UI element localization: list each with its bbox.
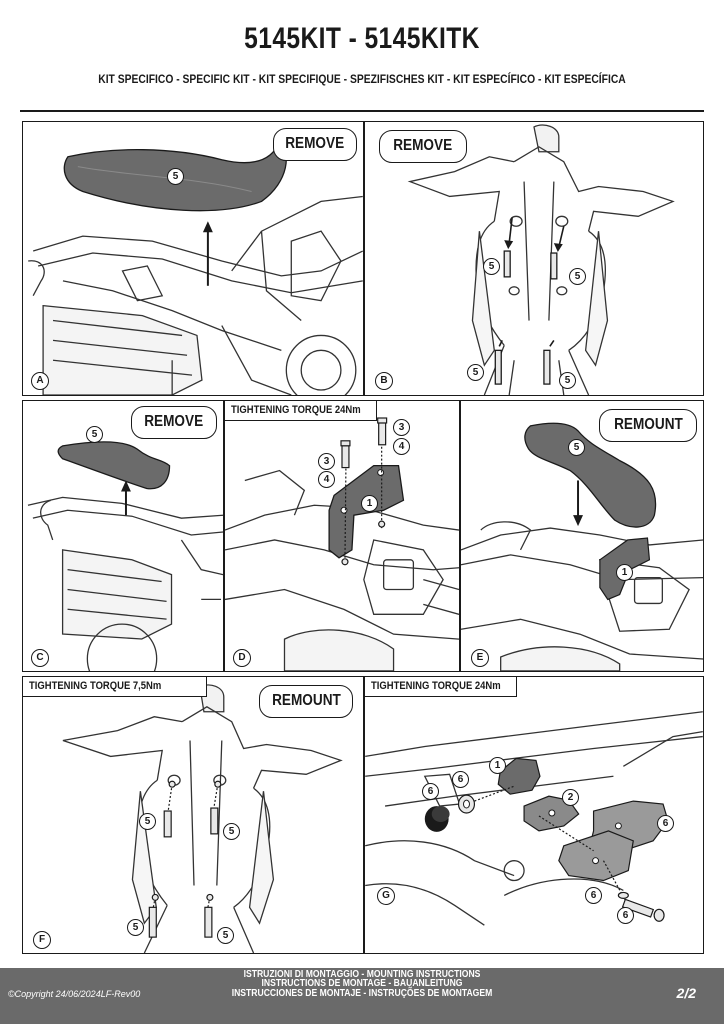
footer-line-1: ISTRUZIONI DI MONTAGGIO - MOUNTING INSTR… xyxy=(243,969,481,980)
panel-e: REMOUNT 5 1 E xyxy=(460,400,704,672)
panel-a: REMOVE 5 A xyxy=(22,121,364,396)
part-callout-5: 5 xyxy=(139,813,156,830)
panel-b-illustration xyxy=(407,124,675,395)
part-callout-5: 5 xyxy=(569,268,586,285)
step-letter-c: C xyxy=(31,649,49,667)
step-letter-b: B xyxy=(375,372,393,390)
part-callout-5: 5 xyxy=(86,426,103,443)
document-subtitle: KIT SPECIFICO - SPECIFIC KIT - KIT SPECI… xyxy=(98,72,626,86)
part-callout-4: 4 xyxy=(393,438,410,455)
remount-tag: REMOUNT xyxy=(259,685,353,718)
copyright-text: ©Copyright 24/06/2024LF-Rev00 xyxy=(8,989,141,999)
panel-g: TIGHTENING TORQUE 24Nm 6 6 1 2 6 6 6 G xyxy=(364,676,704,954)
panel-d-illustration xyxy=(225,417,459,671)
footer-line-2: INSTRUCTIONS DE MONTAGE - BAUANLEITUNG xyxy=(261,978,463,990)
footer-line-3: INSTRUCCIONES DE MONTAJE - INSTRUÇÕES DE… xyxy=(231,987,493,999)
part-callout-6: 6 xyxy=(585,887,602,904)
part-callout-3: 3 xyxy=(393,419,410,436)
part-callout-2: 2 xyxy=(562,789,579,806)
part-callout-6: 6 xyxy=(617,907,634,924)
panel-d: TIGHTENING TORQUE 24Nm 3 4 3 4 1 D xyxy=(224,400,460,672)
part-callout-5: 5 xyxy=(467,364,484,381)
part-callout-3: 3 xyxy=(318,453,335,470)
part-callout-1: 1 xyxy=(489,757,506,774)
part-callout-5: 5 xyxy=(217,927,234,944)
panel-c-illustration xyxy=(27,441,223,671)
part-callout-6: 6 xyxy=(452,771,469,788)
torque-label: TIGHTENING TORQUE 24Nm xyxy=(225,401,377,421)
step-letter-e: E xyxy=(471,649,489,667)
part-callout-5: 5 xyxy=(559,372,576,389)
part-callout-1: 1 xyxy=(361,495,378,512)
part-callout-5: 5 xyxy=(483,258,500,275)
step-letter-a: A xyxy=(31,372,49,390)
remove-tag: REMOVE xyxy=(273,128,357,161)
document-title: 5145KIT - 5145KITK xyxy=(244,22,480,55)
panel-a-illustration xyxy=(28,140,363,395)
part-callout-5: 5 xyxy=(127,919,144,936)
part-callout-5: 5 xyxy=(223,823,240,840)
panel-b: REMOVE 5 5 5 5 B xyxy=(364,121,704,396)
part-callout-4: 4 xyxy=(318,471,335,488)
header-rule xyxy=(20,110,704,112)
remove-tag: REMOVE xyxy=(379,130,467,163)
footer-instructions: ISTRUZIONI DI MONTAGGIO - MOUNTING INSTR… xyxy=(0,969,724,999)
step-letter-d: D xyxy=(233,649,251,667)
part-callout-6: 6 xyxy=(422,783,439,800)
remount-tag: REMOUNT xyxy=(599,409,697,442)
part-callout-5: 5 xyxy=(167,168,184,185)
panel-g-illustration xyxy=(365,711,703,926)
torque-label: TIGHTENING TORQUE 24Nm xyxy=(365,677,517,697)
step-letter-f: F xyxy=(33,931,51,949)
panel-f: TIGHTENING TORQUE 7,5Nm REMOUNT 5 5 5 5 … xyxy=(22,676,364,954)
footer-bar: ISTRUZIONI DI MONTAGGIO - MOUNTING INSTR… xyxy=(0,968,724,1024)
panel-f-illustration xyxy=(62,684,343,953)
part-callout-5: 5 xyxy=(568,439,585,456)
torque-label: TIGHTENING TORQUE 7,5Nm xyxy=(23,677,207,697)
panel-c: REMOVE 5 C xyxy=(22,400,224,672)
part-callout-6: 6 xyxy=(657,815,674,832)
part-callout-1: 1 xyxy=(616,564,633,581)
remove-tag: REMOVE xyxy=(131,406,217,439)
page-number: 2/2 xyxy=(676,985,696,1001)
step-letter-g: G xyxy=(377,887,395,905)
